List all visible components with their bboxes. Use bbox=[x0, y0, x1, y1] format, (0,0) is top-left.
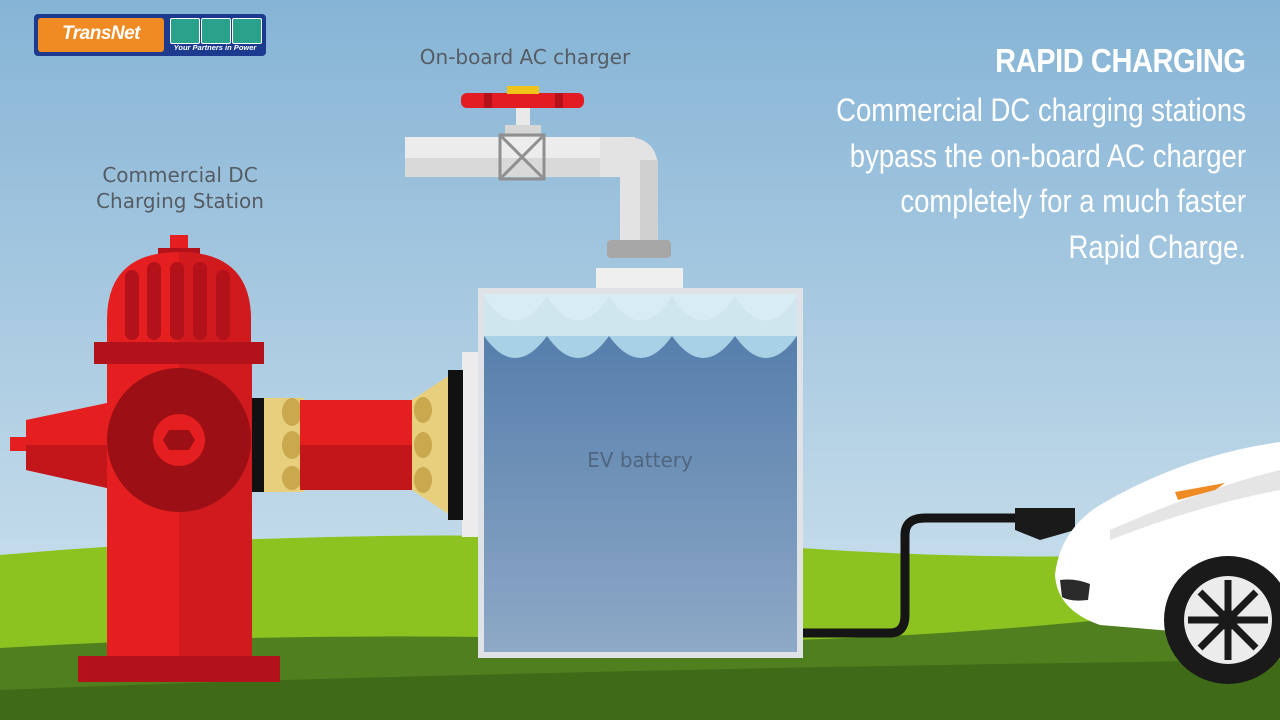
transnet-logo: TransNet Your Partners in Power bbox=[34, 14, 266, 56]
logo-tagline: Your Partners in Power bbox=[173, 43, 257, 52]
logo-brand: TransNet bbox=[61, 23, 141, 44]
description-line-3: completely for a much faster bbox=[900, 183, 1246, 219]
hose-connector bbox=[248, 370, 463, 520]
battery-label: EV battery bbox=[587, 448, 693, 472]
description-line-1: Commercial DC charging stations bbox=[836, 92, 1246, 128]
description-line-2: bypass the on-board AC charger bbox=[849, 137, 1246, 174]
coil-icon bbox=[201, 18, 231, 44]
charging-cable bbox=[803, 508, 1075, 638]
ac-charger-label: On-board AC charger bbox=[419, 45, 631, 69]
slide-description: Commercial DC charging stations bypass t… bbox=[764, 88, 1246, 270]
handshake-icon bbox=[232, 18, 262, 44]
power-pylon-icon bbox=[170, 18, 200, 44]
dc-station-label-line1: Commercial DC bbox=[102, 163, 258, 187]
hydrant-icon bbox=[10, 235, 280, 682]
dc-station-label-line2: Charging Station bbox=[96, 189, 264, 213]
description-line-4: Rapid Charge. bbox=[1068, 228, 1246, 265]
battery-tank bbox=[462, 268, 803, 658]
dc-station-label: Commercial DC Charging Station bbox=[60, 162, 300, 214]
faucet-icon bbox=[405, 86, 671, 258]
slide-title: RAPID CHARGING bbox=[995, 42, 1247, 79]
car-icon bbox=[1055, 442, 1280, 684]
